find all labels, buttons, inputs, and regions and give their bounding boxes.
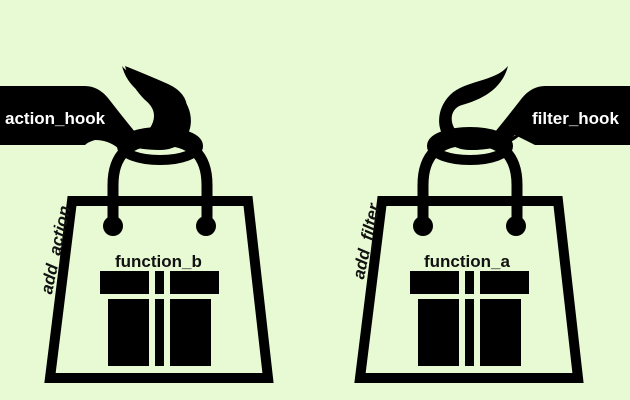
function-b-label: function_b xyxy=(115,252,202,271)
filter-hook-label: filter_hook xyxy=(532,109,619,128)
bag-handle-right xyxy=(417,134,523,222)
shopping-bag-icon-right xyxy=(354,196,584,383)
bag-handle-left xyxy=(107,134,213,222)
gift-box-icon-right xyxy=(410,271,529,366)
gift-box-icon-left xyxy=(100,271,219,366)
function-a-label: function_a xyxy=(424,252,510,271)
shopping-bag-icon-left xyxy=(44,196,274,383)
action-hook-label: action_hook xyxy=(5,109,106,128)
